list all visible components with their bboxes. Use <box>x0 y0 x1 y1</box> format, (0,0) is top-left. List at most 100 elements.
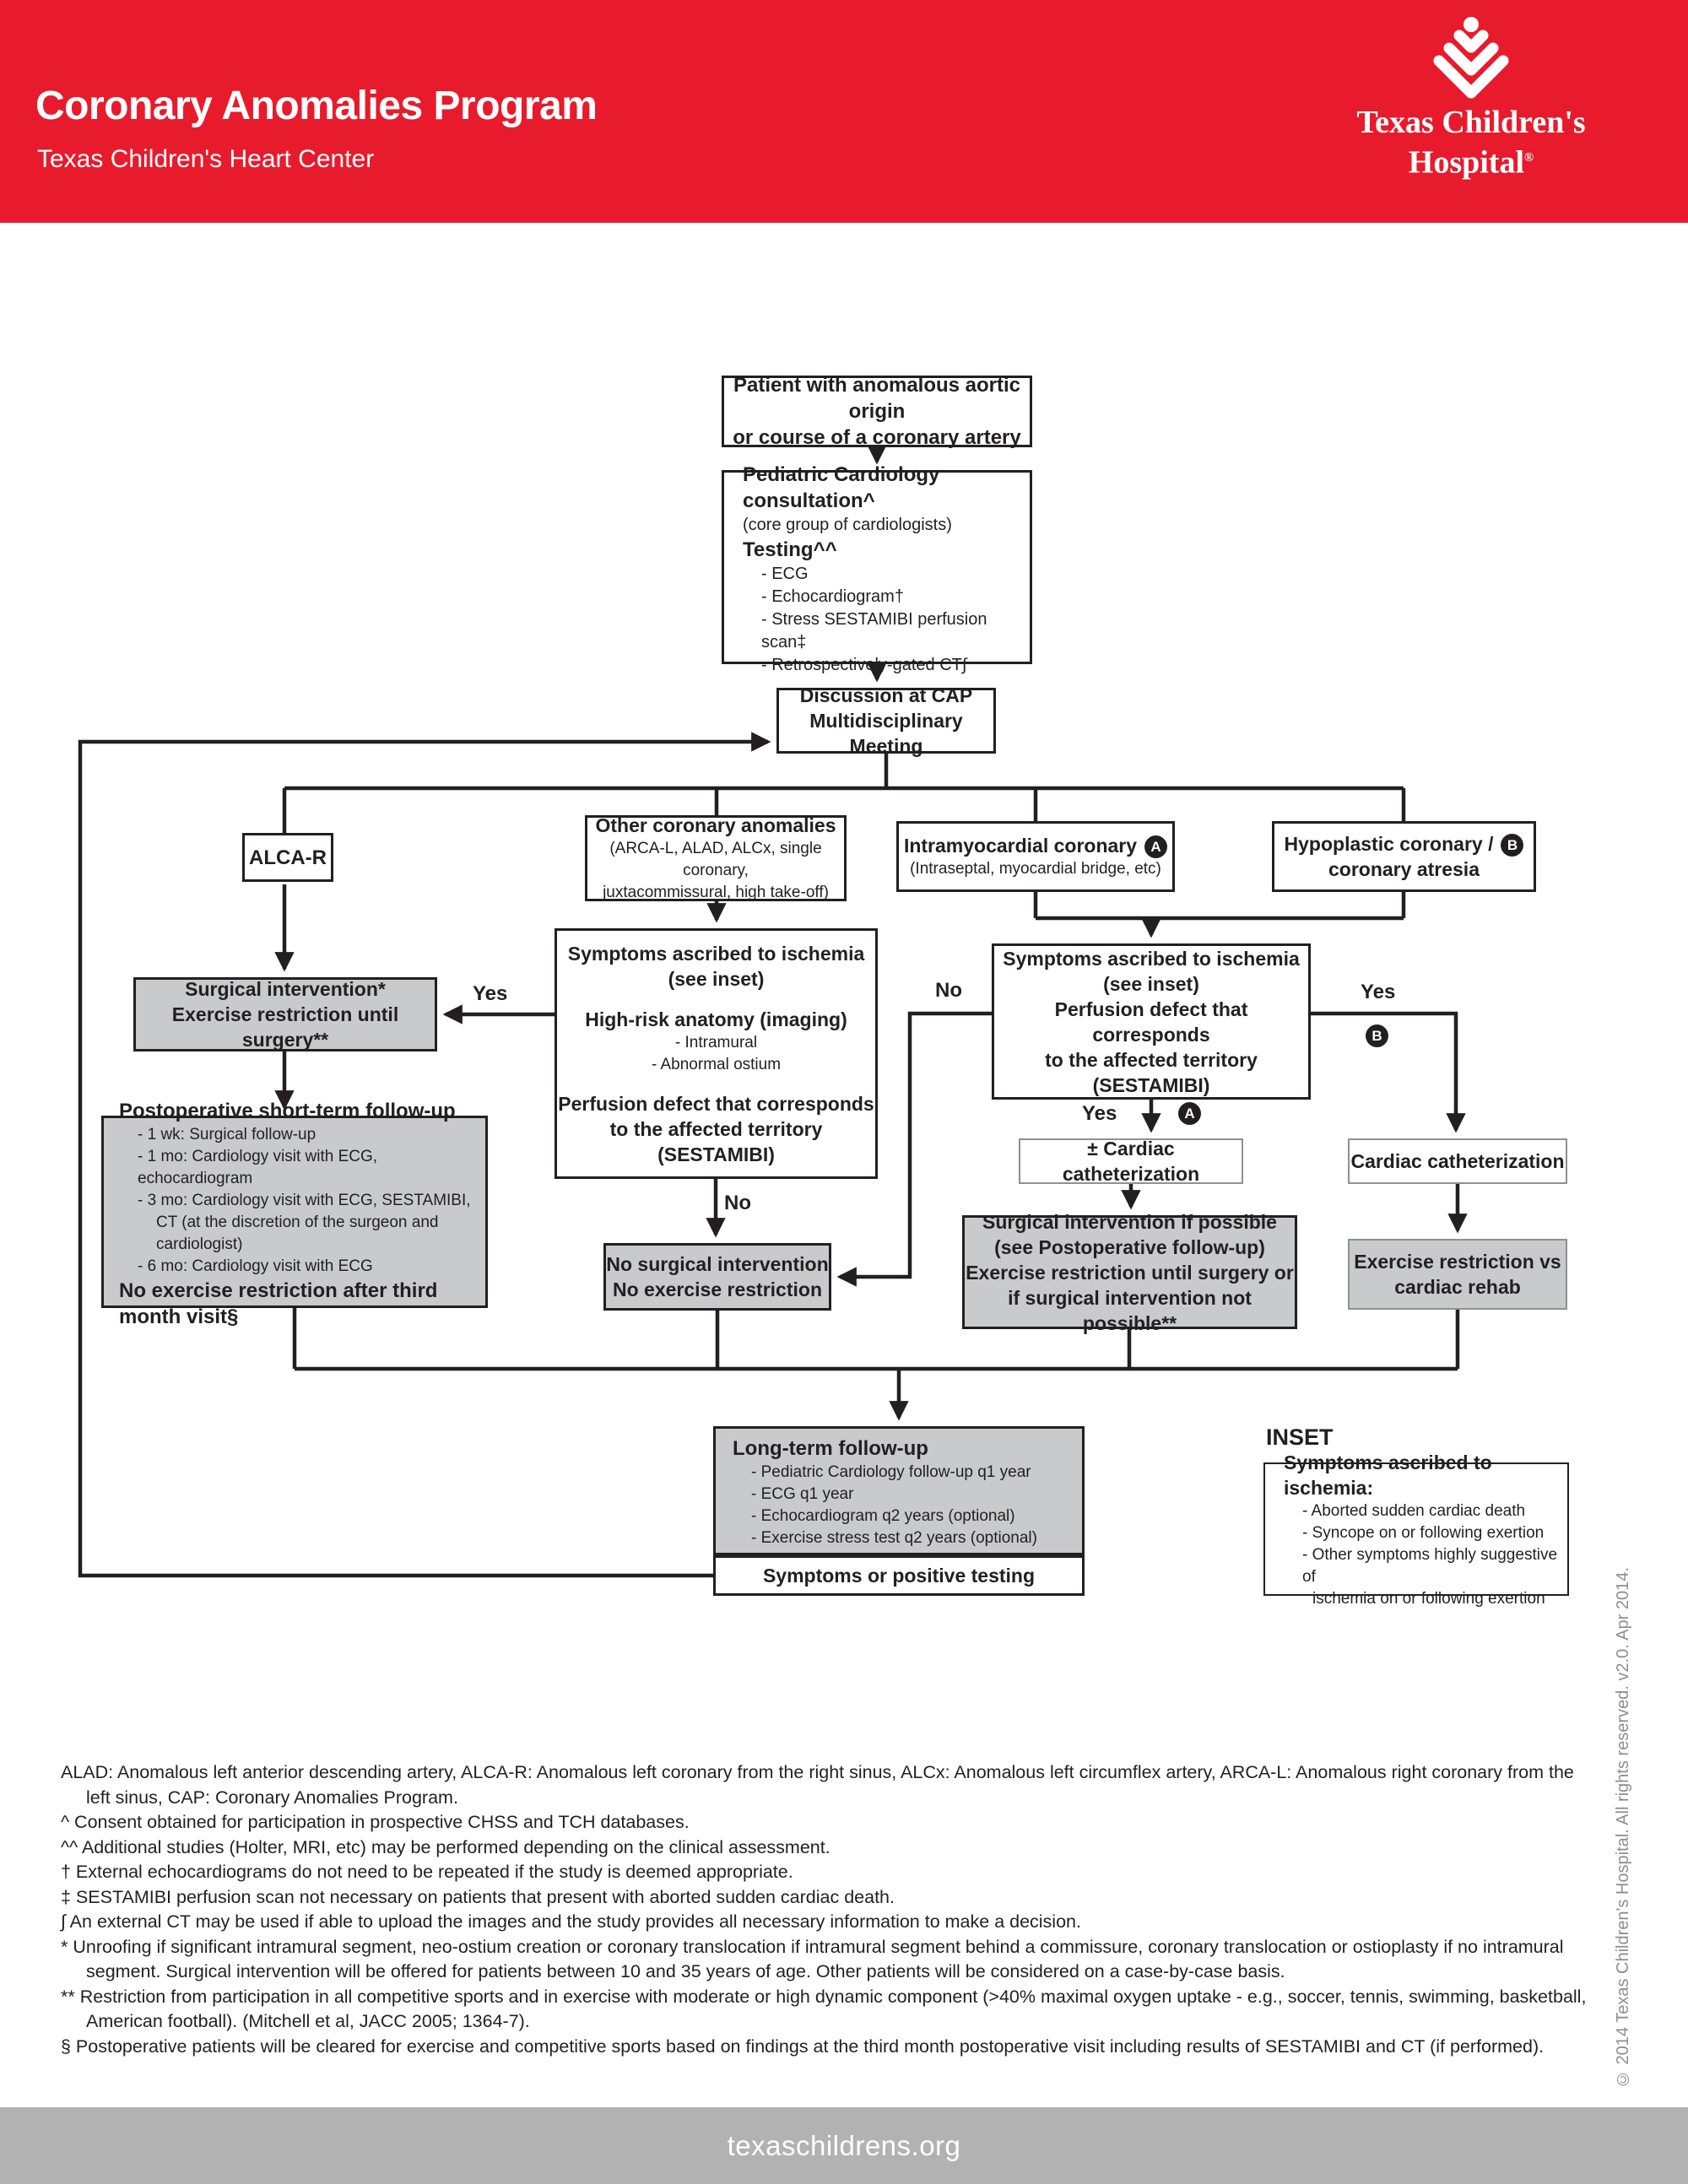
no-surgical-line2: No exercise restriction <box>612 1279 822 1300</box>
node-cap-meeting: Discussion at CAP Multidisciplinary Meet… <box>776 684 996 757</box>
footer-url: texaschildrens.org <box>727 2130 961 2161</box>
longterm-item: - ECG q1 year <box>751 1485 854 1503</box>
badge-b-icon: B <box>1501 834 1524 857</box>
page-title: Coronary Anomalies Program <box>35 84 598 128</box>
footer-bar: texaschildrens.org <box>0 2107 1688 2184</box>
label-yes-a: Yes <box>1082 1102 1117 1125</box>
node-postop-followup: Postoperative short-term follow-up - 1 w… <box>101 1100 488 1328</box>
label-yes-right: Yes <box>1361 981 1396 1003</box>
node-cardiac-cath: Cardiac catheterization <box>1348 1138 1567 1184</box>
surgical-if-line1: Surgical intervention if possible <box>982 1210 1277 1233</box>
page-subtitle: Texas Children's Heart Center <box>37 145 375 173</box>
surgical-if-line2: (see Postoperative follow-up) <box>994 1235 1265 1258</box>
inset-item: - Other symptoms highly suggestive of <box>1302 1546 1558 1586</box>
longterm-title: Long-term follow-up <box>733 1437 928 1460</box>
node-alcar: ALCA-R <box>242 833 333 882</box>
footnote: ALAD: Anomalous left anterior descending… <box>61 1762 1574 1808</box>
hospital-logo: Texas Children's Hospital® <box>1344 17 1598 181</box>
node-pm-cardiac-cath: ± Cardiac catheterization <box>1019 1138 1243 1185</box>
testing-item: - Stress SESTAMIBI perfusion scan‡ <box>761 609 987 651</box>
consultation-title: Pediatric Cardiology consultation^ <box>743 462 940 512</box>
node-hypoplastic: Hypoplastic coronary /B coronary atresia <box>1272 821 1536 892</box>
symptoms-positive-label: Symptoms or positive testing <box>762 1565 1036 1587</box>
hospital-logo-icon <box>1433 17 1509 99</box>
badge-a-icon: A <box>1144 835 1168 859</box>
header-banner: Coronary Anomalies Program Texas Childre… <box>0 0 1688 223</box>
cardiac-cath-label: Cardiac catheterization <box>1350 1150 1565 1172</box>
surgical-line2: Exercise restriction until surgery** <box>171 1003 399 1051</box>
cap-meeting-line1: Discussion at CAP <box>799 684 973 706</box>
node-consultation: Pediatric Cardiology consultation^ (core… <box>722 463 1032 674</box>
node-surgical-intervention: Surgical intervention* Exercise restrict… <box>133 977 437 1051</box>
longterm-item: - Exercise stress test q2 years (optiona… <box>751 1529 1037 1547</box>
postop-item: - 1 mo: Cardiology visit with ECG, echoc… <box>138 1147 378 1187</box>
node-no-surgical: No surgical intervention No exercise res… <box>603 1243 831 1311</box>
footnote: ** Restriction from participation in all… <box>61 1986 1587 2032</box>
node-symptoms-positive: Symptoms or positive testing <box>713 1555 1085 1596</box>
postop-item: - 6 mo: Cardiology visit with ECG <box>138 1257 373 1275</box>
other-anomalies-title: Other coronary anomalies <box>595 814 836 836</box>
inset-title: Symptoms ascribed to ischemia: <box>1284 1451 1492 1499</box>
inset-heading: INSET <box>1266 1424 1334 1450</box>
symptoms-left-line5: to the affected territory (SESTAMIBI) <box>609 1117 823 1165</box>
exercise-rehab-line1: Exercise restriction vs <box>1354 1251 1561 1273</box>
hypoplastic-title-row: Hypoplastic coronary / B <box>1285 831 1524 857</box>
testing-item: - Retrospectively-gated CT∫ <box>761 655 967 674</box>
badge-a-mid-icon: A <box>1178 1102 1201 1125</box>
symptoms-right-line1: Symptoms ascribed to ischemia <box>1003 947 1300 970</box>
symptoms-left-line2: (see inset) <box>668 967 765 990</box>
node-exercise-rehab: Exercise restriction vs cardiac rehab <box>1348 1239 1567 1310</box>
pm-cardiac-cath-label: ± Cardiac catheterization <box>1062 1138 1200 1185</box>
inset-item: - Syncope on or following exertion <box>1302 1524 1545 1542</box>
copyright-vertical: © 2014 Texas Children's Hospital. All ri… <box>1614 1567 1632 2088</box>
symptoms-left-line3: High-risk anatomy (imaging) <box>585 1008 847 1030</box>
no-surgical-line1: No surgical intervention <box>606 1253 829 1275</box>
symptoms-left-line4: Perfusion defect that corresponds <box>558 1092 874 1115</box>
node-longterm-followup: Long-term follow-up - Pediatric Cardiolo… <box>713 1426 1085 1555</box>
exercise-rehab-line2: cardiac rehab <box>1394 1276 1521 1298</box>
intramyocardial-title: Intramyocardial coronary <box>903 834 1138 857</box>
footnote: ‡ SESTAMIBI perfusion scan not necessary… <box>61 1886 895 1907</box>
footnote: ^ Consent obtained for participation in … <box>61 1812 690 1832</box>
postop-footer: No exercise restriction after third mont… <box>119 1279 438 1328</box>
intramyocardial-title-row: Intramyocardial coronary A <box>903 833 1168 859</box>
hospital-logo-line1: Texas Children's <box>1356 105 1586 140</box>
symptoms-right-line4: to the affected territory (SESTAMIBI) <box>1045 1048 1258 1096</box>
postop-title: Postoperative short-term follow-up <box>119 1099 456 1122</box>
footnote: ^^ Additional studies (Holter, MRI, etc)… <box>61 1836 830 1857</box>
surgical-if-line3: Exercise restriction until surgery or <box>966 1261 1294 1284</box>
symptoms-right-line3: Perfusion defect that corresponds <box>1054 997 1248 1046</box>
footnote: § Postoperative patients will be cleared… <box>61 2035 1545 2057</box>
cap-meeting-line2: Multidisciplinary Meeting <box>809 710 963 757</box>
postop-item: - 1 wk: Surgical follow-up <box>138 1125 316 1143</box>
other-anomalies-sub1: (ARCA-L, ALAD, ALCx, single coronary, <box>609 840 822 879</box>
intramyocardial-sub: (Intraseptal, myocardial bridge, etc) <box>910 860 1161 878</box>
badge-b-right-icon: B <box>1366 1024 1388 1047</box>
testing-item: - ECG <box>761 564 809 583</box>
surgical-if-line4: if surgical intervention not possible** <box>1008 1286 1252 1334</box>
footnote: ∫ An external CT may be used if able to … <box>61 1911 1081 1932</box>
footnote: † External echocardiograms do not need t… <box>61 1862 793 1882</box>
node-patient-line2: or course of a coronary artery <box>733 426 1021 449</box>
postop-item: - 3 mo: Cardiology visit with ECG, SESTA… <box>138 1191 471 1209</box>
symptoms-right-line2: (see inset) <box>1103 972 1199 995</box>
longterm-item: - Echocardiogram q2 years (optional) <box>751 1507 1015 1525</box>
testing-title: Testing^^ <box>743 538 837 561</box>
testing-item: - Echocardiogram† <box>761 587 904 606</box>
hypoplastic-line1: Hypoplastic coronary / <box>1284 832 1494 855</box>
registered-mark: ® <box>1524 151 1534 165</box>
surgical-line1: Surgical intervention* <box>185 978 386 1000</box>
symptoms-left-line1: Symptoms ascribed to ischemia <box>567 942 865 965</box>
label-yes-left: Yes <box>473 982 508 1005</box>
hospital-logo-word: Hospital <box>1408 144 1525 181</box>
inset-item-cont: ischemia on or following exertion <box>1312 1590 1545 1608</box>
node-intramyocardial: Intramyocardial coronary A (Intraseptal, … <box>896 821 1175 892</box>
node-symptoms-left: Symptoms ascribed to ischemia (see inset… <box>555 928 878 1179</box>
label-no-middle: No <box>724 1192 751 1214</box>
inset-box: Symptoms ascribed to ischemia: - Aborted… <box>1263 1451 1569 1608</box>
node-symptoms-right: Symptoms ascribed to ischemia (see inset… <box>992 943 1311 1100</box>
node-patient: Patient with anomalous aortic origin or … <box>722 374 1032 449</box>
inset-item: - Aborted sudden cardiac death <box>1302 1502 1526 1520</box>
